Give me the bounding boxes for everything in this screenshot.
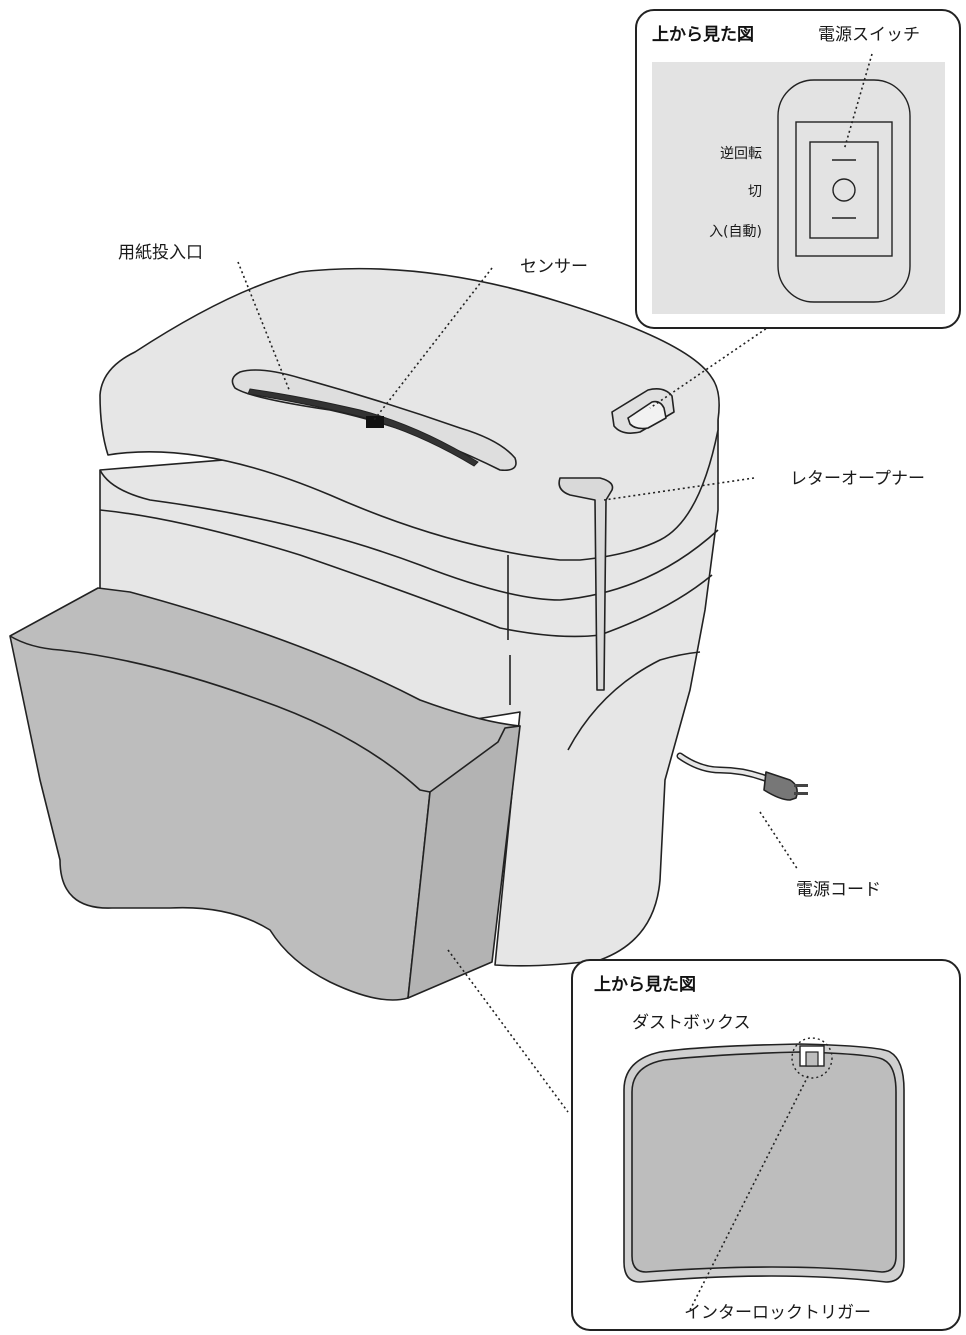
label-power-switch: 電源スイッチ bbox=[818, 25, 920, 45]
label-switch-reverse: 逆回転 bbox=[720, 146, 762, 162]
letter-opener-groove bbox=[558, 477, 614, 691]
label-power-cord: 電源コード bbox=[796, 880, 881, 900]
sensor-block bbox=[366, 416, 384, 428]
dustbox-inset: 上から見た図 ダストボックス インターロックトリガー bbox=[571, 959, 961, 1331]
label-interlock-trigger: インターロックトリガー bbox=[684, 1303, 871, 1323]
paper-slot bbox=[247, 388, 479, 467]
switch-inset: 上から見た図 電源スイッチ 逆回転 切 入(自動) bbox=[635, 9, 961, 329]
dust-box[interactable] bbox=[9, 587, 521, 1001]
power-cord bbox=[676, 752, 808, 801]
label-switch-on-auto: 入(自動) bbox=[709, 224, 762, 240]
label-letter-opener: レターオープナー bbox=[790, 469, 925, 489]
label-paper-slot: 用紙投入口 bbox=[118, 243, 203, 263]
shredder-body bbox=[97, 267, 720, 967]
power-plug bbox=[763, 771, 798, 801]
leader-lines bbox=[237, 261, 799, 1113]
dustbox-inset-title: 上から見た図 bbox=[594, 975, 696, 995]
switch-inset-title: 上から見た図 bbox=[652, 25, 754, 45]
label-dust-box: ダストボックス bbox=[632, 1013, 751, 1033]
label-switch-off: 切 bbox=[748, 184, 762, 200]
label-sensor: センサー bbox=[520, 257, 588, 277]
